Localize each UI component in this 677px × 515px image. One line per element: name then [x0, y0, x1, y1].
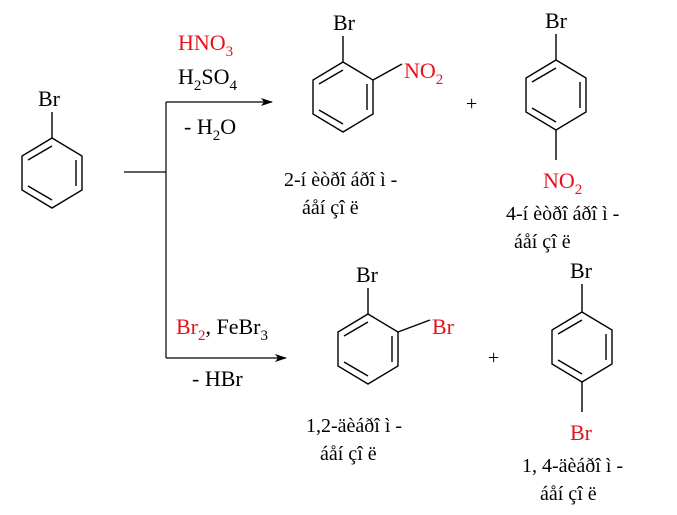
product1-br-label: Br: [333, 10, 356, 35]
plus-sign: +: [488, 347, 499, 369]
nitration-conditions: HNO3 H2SO4 - H2O: [178, 30, 238, 144]
bromination-conditions: Br2, FeBr3 - HBr: [176, 314, 268, 391]
product2-no2-label: NO2: [543, 168, 582, 198]
benzene-ring: [551, 311, 613, 383]
product-1-4-dibromobenzene: Br Br 1, 4-äèáðî ì - áåí çî ë: [522, 258, 623, 505]
benzene-ring: [312, 61, 374, 133]
product4-name-line1: 1, 4-äèáðî ì -: [522, 455, 623, 477]
product1-name-line2: áåí çî ë: [302, 197, 359, 219]
product-2-nitrobromobenzene: Br NO2 2-í èòðî áðî ì - áåí çî ë: [284, 10, 443, 219]
reactant-bromobenzene: Br: [21, 86, 83, 209]
benzene-ring: [337, 313, 399, 385]
product3-br-top-label: Br: [356, 262, 379, 287]
byproduct-hbr: - HBr: [192, 366, 243, 391]
product1-no2-label: NO2: [404, 58, 443, 88]
branch-arrows: [124, 98, 287, 362]
product2-name-line1: 4-í èòðî áðî ì -: [506, 203, 619, 225]
benzene-ring: [21, 137, 83, 209]
product3-br-right-label: Br: [432, 314, 455, 339]
reagent-br2-febr3: Br2, FeBr3: [176, 314, 268, 344]
product3-name-line1: 1,2-äèáðî ì -: [306, 415, 402, 437]
reactant-br-label: Br: [38, 86, 61, 111]
plus-sign: +: [466, 93, 477, 115]
product2-name-line2: áåí çî ë: [514, 231, 571, 253]
product3-name-line2: áåí çî ë: [320, 443, 377, 465]
product4-br-top-label: Br: [570, 258, 593, 283]
product-1-2-dibromobenzene: Br Br 1,2-äèáðî ì - áåí çî ë: [306, 262, 455, 465]
byproduct-water: - H2O: [184, 114, 236, 144]
reagent-hno3: HNO3: [178, 30, 233, 60]
product4-name-line2: áåí çî ë: [540, 483, 597, 505]
benzene-ring: [525, 59, 587, 131]
product4-br-bottom-label: Br: [570, 420, 593, 445]
reagent-h2so4: H2SO4: [178, 64, 238, 94]
product-4-nitrobromobenzene: Br NO2 4-í èòðî áðî ì - áåí çî ë: [506, 8, 619, 253]
product1-name-line1: 2-í èòðî áðî ì -: [284, 169, 397, 191]
product2-br-label: Br: [545, 8, 568, 33]
